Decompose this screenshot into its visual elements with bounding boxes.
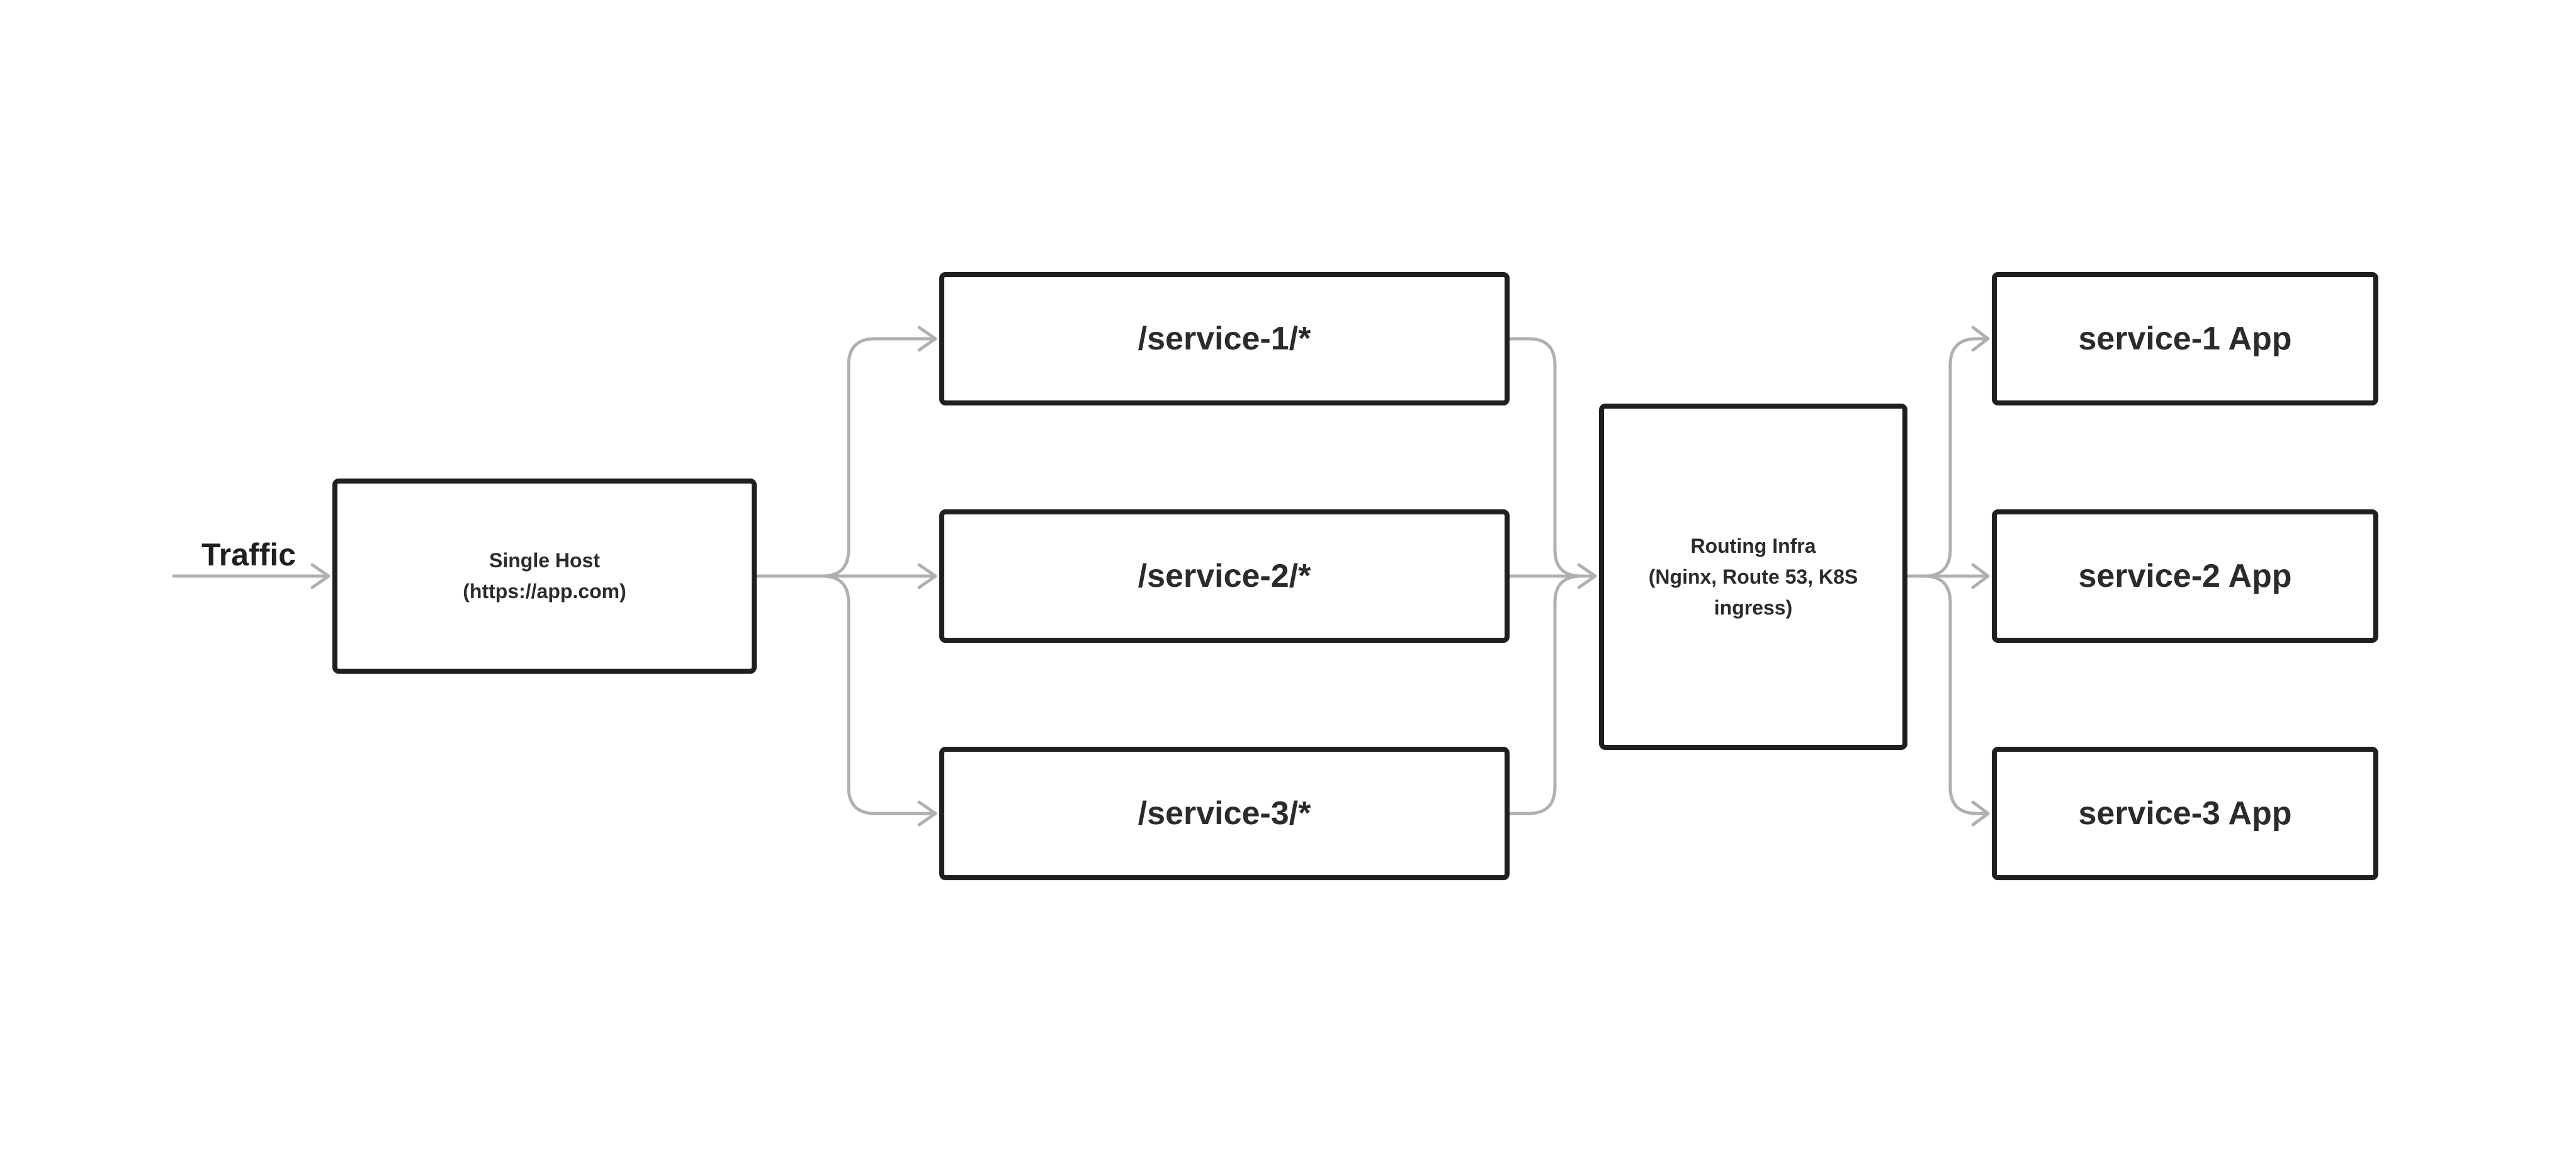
arrowhead-route-3 (917, 800, 937, 827)
route-box-service-1: /service-1/* (939, 272, 1510, 405)
traffic-arrowhead (310, 563, 330, 589)
arrowhead-app-1 (1971, 326, 1990, 352)
arrowhead-infra (1577, 563, 1597, 589)
route-label: /service-1/* (1138, 320, 1311, 357)
connector-infra-app-1 (1906, 337, 1989, 578)
app-box-service-3: service-3 App (1992, 747, 2378, 880)
arrowhead-route-2 (917, 563, 937, 589)
route-box-service-3: /service-3/* (939, 747, 1510, 880)
infra-detail-line-1: (Nginx, Route 53, K8S (1648, 565, 1858, 588)
host-url: (https://app.com) (463, 580, 626, 603)
app-label: service-2 App (2078, 558, 2292, 594)
app-box-service-2: service-2 App (1992, 509, 2378, 643)
arrowhead-route-1 (917, 326, 937, 352)
arrowhead-app-3 (1971, 800, 1990, 827)
connector-route-3-infra (1508, 574, 1583, 815)
connector-infra-app-3 (1922, 574, 1989, 815)
app-label: service-1 App (2078, 320, 2292, 357)
arrowhead-app-2 (1971, 563, 1990, 589)
route-label: /service-3/* (1138, 795, 1311, 832)
host-title: Single Host (489, 549, 600, 572)
single-host-box: Single Host (https://app.com) (332, 479, 757, 674)
infra-detail-line-2: ingress) (1714, 596, 1793, 619)
app-box-service-1: service-1 App (1992, 272, 2378, 405)
connector-route-1-infra (1508, 337, 1596, 578)
traffic-label: Traffic (201, 537, 297, 572)
route-label: /service-2/* (1138, 558, 1311, 594)
app-label: service-3 App (2078, 795, 2292, 832)
connector-host-route-1 (755, 337, 936, 578)
route-box-service-2: /service-2/* (939, 509, 1510, 643)
routing-infra-box: Routing Infra (Nginx, Route 53, K8S ingr… (1599, 404, 1907, 750)
connector-host-route-3 (820, 574, 936, 815)
infra-title: Routing Infra (1690, 534, 1816, 557)
